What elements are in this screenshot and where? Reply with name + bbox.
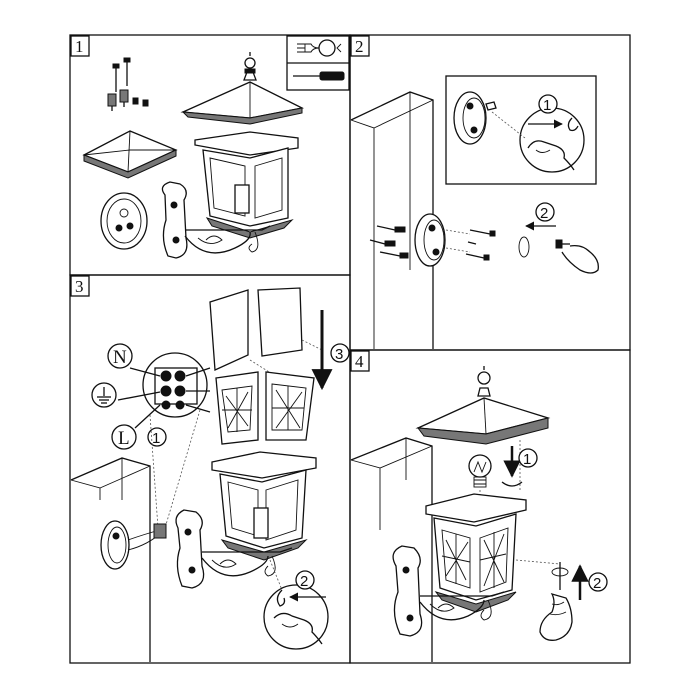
panel-2: 1 2 [350, 75, 599, 349]
neutral-label: N [113, 347, 127, 368]
hand-icon [527, 140, 575, 171]
screwdriver-icon [293, 71, 345, 81]
exploded-mount: 2 [369, 202, 599, 274]
lantern-arm [161, 181, 271, 259]
p3-callout-2: 2 [300, 573, 308, 590]
terminal-block [117, 352, 211, 529]
hand-icon-4 [539, 592, 573, 641]
step-1-label: 1 [75, 37, 84, 56]
step-3-label: 3 [75, 277, 84, 296]
detail-box: 1 [445, 75, 597, 185]
p4-callout-2: 2 [593, 575, 601, 592]
p2-callout-2: 2 [540, 205, 548, 222]
p4-callout-1: 1 [523, 451, 531, 468]
step-2-label: 2 [355, 37, 364, 56]
live-label: L [118, 428, 130, 449]
lantern-arm [175, 509, 293, 591]
hand-icon-3 [273, 612, 323, 645]
wire-labels: N L 1 [91, 343, 167, 450]
lantern-arm [392, 545, 505, 637]
hand-detail: 2 [539, 562, 608, 641]
wall-plate [100, 520, 167, 570]
base-cap [82, 130, 178, 179]
hand-detail: 2 [263, 570, 329, 650]
p3-callout-3: 3 [335, 346, 343, 363]
lantern-body [194, 131, 299, 239]
bulb-icon [297, 39, 342, 57]
lantern-body [211, 451, 317, 561]
hand-icon-2 [561, 244, 599, 274]
earth-ground-icon [97, 387, 111, 404]
p2-callout-1: 1 [543, 97, 551, 114]
lantern-body [425, 493, 561, 613]
tools-box [286, 35, 350, 91]
step-4-label: 4 [355, 352, 364, 371]
decorative-panels [215, 371, 315, 445]
wall [70, 457, 151, 662]
panel-4: 1 2 [350, 366, 608, 662]
p3-callout-1: 1 [152, 430, 160, 447]
wall-plate [100, 192, 148, 250]
wall [350, 437, 433, 662]
panel-3: N L 1 [70, 287, 350, 662]
lantern-roof [415, 366, 551, 490]
step-labels: 1 2 3 4 [70, 35, 370, 372]
lantern-roof [180, 52, 305, 125]
panel-1 [82, 35, 350, 259]
screws [107, 57, 149, 111]
glass-panes [209, 287, 323, 381]
panel-frames [69, 34, 631, 664]
